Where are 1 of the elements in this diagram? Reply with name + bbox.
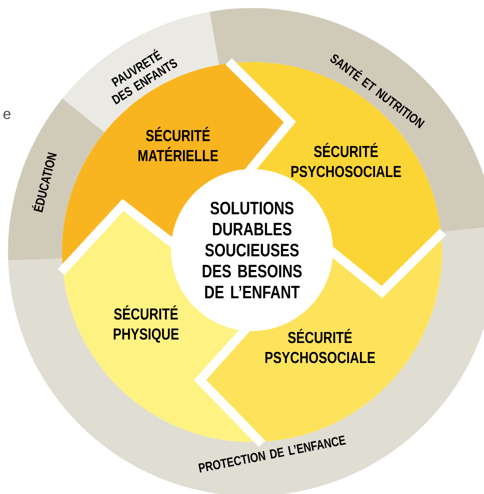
text-fragment: e — [3, 110, 10, 120]
